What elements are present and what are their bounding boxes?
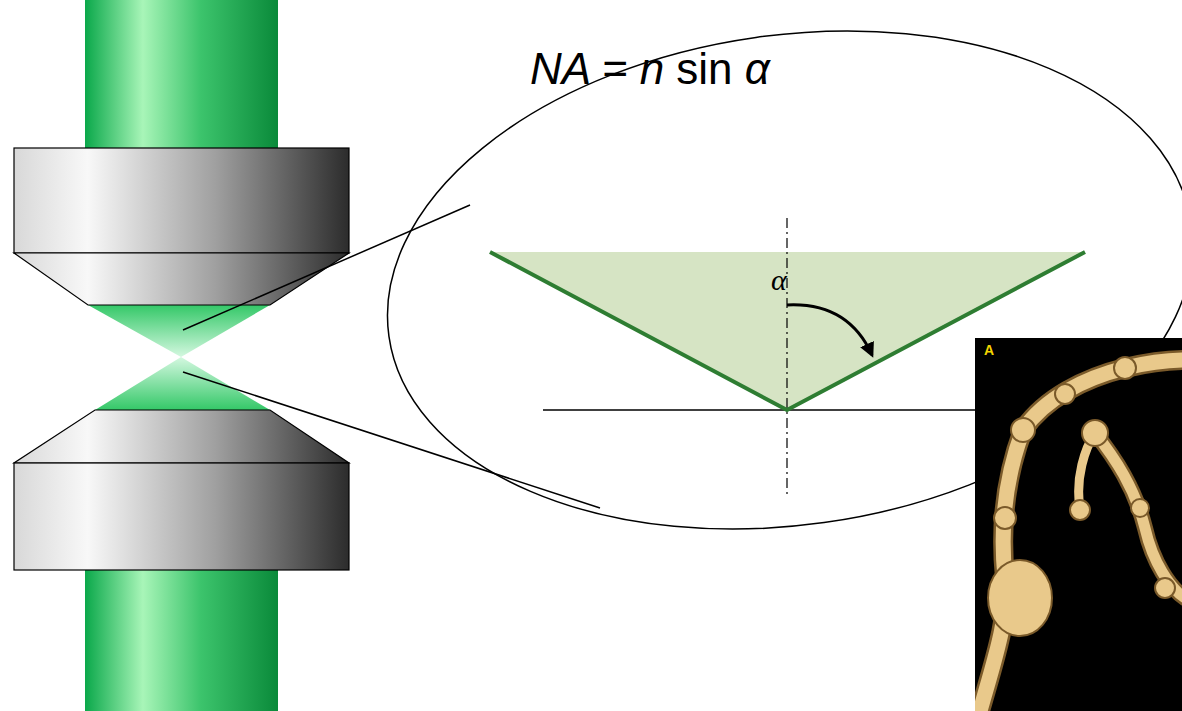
- bead: [1070, 500, 1090, 520]
- strand: [1095, 433, 1182, 598]
- micrograph-panel: [975, 338, 1182, 711]
- objective-lens: [14, 463, 349, 570]
- strand: [1023, 360, 1182, 430]
- panel-label: A: [984, 343, 994, 357]
- strand-shadow: [1023, 360, 1182, 430]
- bead: [1114, 357, 1136, 379]
- bead: [1082, 420, 1108, 446]
- zoom-line: [183, 372, 600, 508]
- bead: [1011, 418, 1035, 442]
- objective-lens: [14, 148, 349, 253]
- blob: [988, 560, 1052, 636]
- formula: NA = n sin α: [530, 45, 770, 93]
- light-beam: [85, 568, 278, 711]
- optical-axis: [786, 218, 787, 498]
- bead: [1155, 578, 1175, 598]
- bead: [994, 507, 1016, 529]
- surface-line: [543, 409, 990, 411]
- light-beam: [85, 0, 278, 150]
- zoom-line: [183, 205, 470, 330]
- light-cone: [95, 357, 270, 410]
- strand-shadow: [1095, 433, 1182, 598]
- angle-symbol: α: [771, 263, 787, 296]
- light-cone: [88, 305, 270, 357]
- bead: [1055, 384, 1075, 404]
- bead: [1131, 499, 1149, 517]
- angle-arc: [787, 305, 872, 355]
- objective-tip: [14, 410, 349, 463]
